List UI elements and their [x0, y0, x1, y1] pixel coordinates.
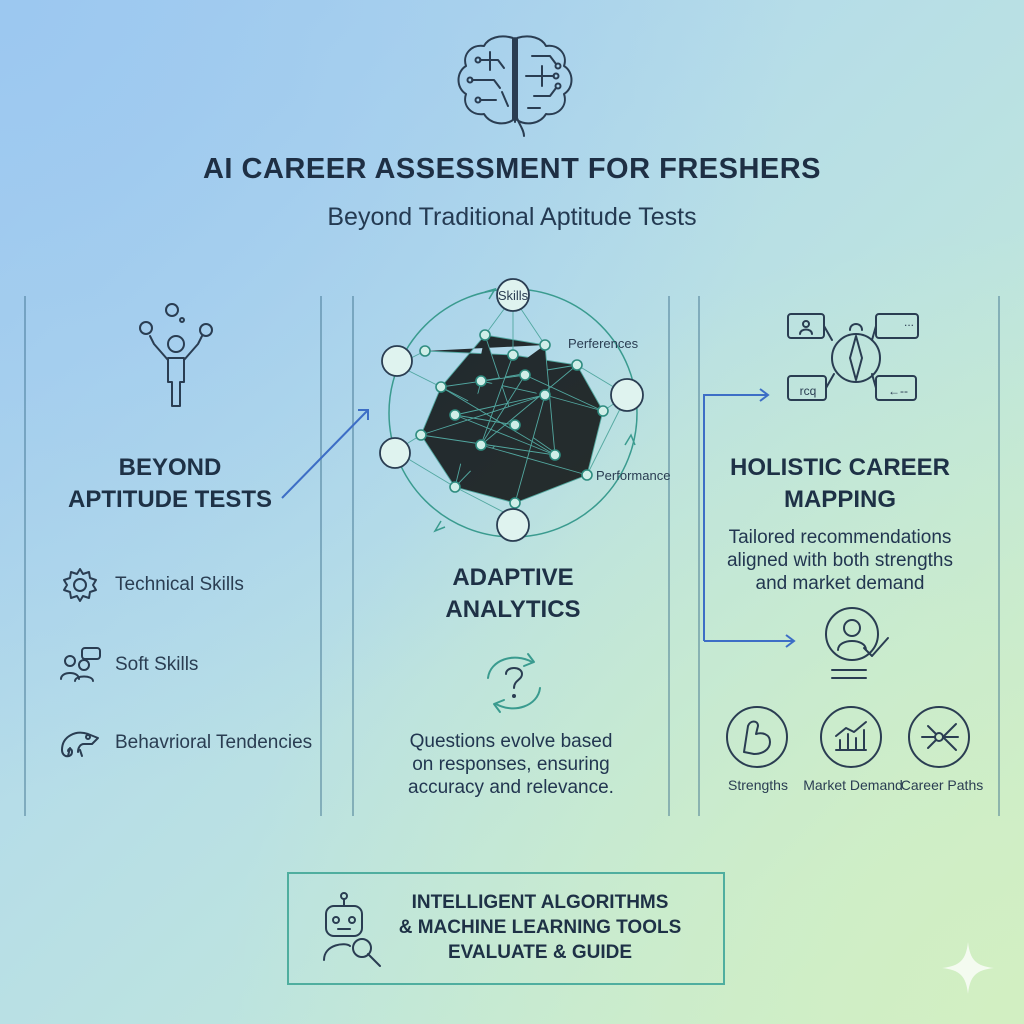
behavioral-label: Behavrioral Tendencies [115, 732, 313, 753]
center-desc-line1: Questions evolve based [409, 731, 613, 752]
flexed-arm-icon [726, 706, 788, 768]
compass-chat-icon [787, 313, 919, 401]
right-heading: HOLISTIC CAREER MAPPING [712, 452, 968, 516]
right-bracket-arrows [703, 388, 796, 648]
footer-line2: & MACHINE LEARNING TOOLS [398, 917, 682, 938]
chameleon-icon [61, 731, 99, 758]
right-description: Tailored recommendations aligned with bo… [712, 526, 968, 595]
bubble-text-1: ... [903, 315, 914, 329]
divider-line [698, 296, 700, 816]
right-desc-line1: Tailored recommendations [728, 527, 952, 548]
center-description: Questions evolve based on responses, ens… [380, 730, 642, 799]
left-heading: BEYOND APTITUDE TESTS [40, 452, 300, 516]
right-heading-line1: HOLISTIC CAREER [729, 454, 950, 481]
network-graph [379, 278, 644, 542]
right-desc-line3: and market demand [755, 573, 925, 594]
bubble-text-2: rcq [799, 384, 817, 398]
performance-node-label: Performance [596, 468, 671, 483]
market-demand-label: Market Demand [803, 777, 903, 793]
bubble-text-3: ←-- [888, 384, 908, 398]
question-cycle-icon [487, 653, 541, 713]
career-paths-label: Career Paths [900, 777, 984, 793]
arrow-right-up [281, 409, 369, 499]
left-heading-line1: BEYOND [118, 454, 222, 481]
center-heading-line2: ANALYTICS [445, 596, 581, 623]
divider-line [320, 296, 322, 816]
profile-check-icon [825, 607, 889, 679]
people-chat-icon [60, 647, 101, 682]
preferences-node-label: Perferences [568, 336, 639, 351]
juggling-person-icon [139, 303, 213, 407]
divider-line [998, 296, 1000, 816]
page-title: AI CAREER ASSESSMENT FOR FRESHERS [202, 153, 822, 185]
bar-chart-icon [820, 706, 882, 768]
technical-skills-label: Technical Skills [115, 574, 244, 595]
center-desc-line3: accuracy and relevance. [408, 777, 614, 798]
divider-line [352, 296, 354, 816]
skills-node-label: Skills [497, 288, 529, 303]
right-desc-line2: aligned with both strengths [726, 550, 954, 571]
center-heading: ADAPTIVE ANALYTICS [378, 562, 648, 626]
circuit-brain-icon [457, 35, 573, 137]
gear-icon [63, 568, 97, 602]
center-desc-line2: on responses, ensuring [412, 754, 610, 775]
divider-line [668, 296, 670, 816]
left-heading-line2: APTITUDE TESTS [67, 486, 272, 513]
sparkle-icon [942, 942, 994, 994]
footer-line1: INTELLIGENT ALGORITHMS [411, 892, 669, 913]
branching-paths-icon [908, 706, 970, 768]
strengths-label: Strengths [728, 777, 788, 793]
robot-magnifier-icon [323, 892, 381, 967]
right-heading-line2: MAPPING [783, 486, 896, 513]
divider-line [24, 296, 26, 816]
soft-skills-label: Soft Skills [115, 654, 199, 675]
page-subtitle: Beyond Traditional Aptitude Tests [327, 203, 697, 231]
center-heading-line1: ADAPTIVE [452, 564, 574, 591]
footer-text: INTELLIGENT ALGORITHMS & MACHINE LEARNIN… [380, 890, 700, 965]
footer-line3: EVALUATE & GUIDE [447, 942, 633, 963]
footer-box [287, 872, 725, 985]
